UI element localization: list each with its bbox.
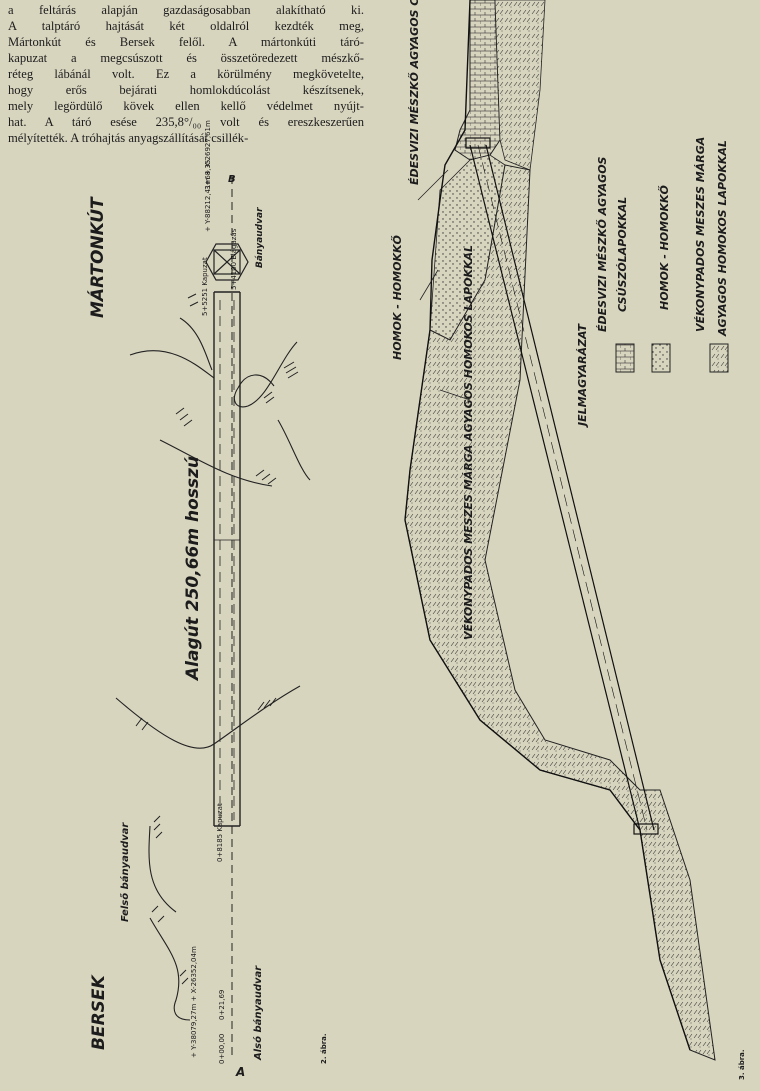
junction-shaft	[205, 243, 249, 281]
legend: JELMAGYARÁZAT ÉDESVIZI MÉSZKŐ AGYAGOS CS…	[576, 137, 729, 428]
legend-label-2: HOMOK - HOMOKKŐ	[657, 185, 671, 310]
paragraph-line: hogy erős bejárati homlokdúcolást készít…	[8, 83, 364, 97]
point-a-label: A	[235, 1065, 245, 1079]
upper-portal-marker	[465, 137, 491, 149]
ground-surface-line	[404, 0, 691, 1051]
marl-layer-upper	[494, 0, 546, 171]
body-paragraph: a feltárás alapján gazdaságosabban alakí…	[8, 2, 364, 146]
legend-title: JELMAGYARÁZAT	[576, 322, 589, 428]
place-label-bersek: BERSEK	[89, 973, 109, 1050]
legend-label-1a: ÉDESVIZI MÉSZKŐ AGYAGOS	[595, 156, 609, 332]
place-label-martonkut: MÁRTONKÚT	[86, 196, 108, 318]
paragraph-line: Mártonkút és Bersek felől. A mártonkúti …	[8, 35, 364, 49]
layer-label-sand: HOMOK - HOMOKKŐ	[390, 235, 404, 360]
paragraph-line: mélyítették. A tróhajtás anyagszállításá…	[8, 131, 249, 145]
legend-label-3a: VÉKONYPADOS MESZES MÁRGA	[694, 137, 707, 332]
legend-swatch-marl	[709, 343, 729, 373]
station-label: 5+4100 Elágazás	[230, 228, 238, 290]
tunnel-length-label: Alagút 250,66m hosszú	[183, 456, 203, 682]
leader-lines	[417, 169, 471, 401]
paragraph-line: réteg lábánál volt. Ez a körülmény megkö…	[8, 67, 364, 81]
paragraph-line: kapuzat a megcsúszott és összetöredezett…	[8, 51, 364, 65]
paragraph-line: A talptáró hajtását két oldalról kezdték…	[8, 19, 364, 33]
layer-label-marl: VÉKONYPADOS MESZES MÁRGA AGYAGOS HOMOKOS…	[462, 245, 475, 640]
legend-label-3b: AGYAGOS HOMOKOS LAPOKKAL	[716, 140, 729, 337]
chainage-a-label: 0+00,00	[218, 1034, 226, 1064]
inclined-tunnel	[469, 144, 655, 831]
chainage-b-label: 0+21,69	[218, 990, 226, 1020]
tunnel-outline	[213, 291, 241, 827]
legend-label-1b: CSÚSZÓLAPOKKAL	[616, 197, 629, 312]
paragraph-line: mely legördülő kövek ellen kellő védelme…	[8, 99, 364, 113]
terrain-contours	[115, 317, 311, 1021]
legend-swatch-limestone	[615, 343, 635, 373]
legend-swatch-sand	[651, 343, 671, 373]
chainage-top-label: 3+68,35	[204, 160, 212, 190]
terrain-hachures	[135, 293, 299, 985]
lower-mine-yard-label: Alsó bányaudvar	[252, 965, 264, 1061]
figure-2-caption: 2. ábra.	[320, 1033, 328, 1064]
coordinate-bottom-label: + Y-38079,27m + X-26352,04m	[190, 946, 198, 1058]
upper-mine-yard-label: Felső bányaudvar	[119, 822, 131, 922]
layer-label-limestone: ÉDESVIZI MÉSZKŐ AGYAGOS CSÚSZÓLAPOKKAL	[407, 0, 421, 185]
point-b-label: B	[228, 174, 236, 185]
portal-bottom-label: 0+8185 Kapuzat	[216, 803, 224, 862]
lower-portal-marker	[633, 823, 659, 835]
coordinate-top-label: + Y-88212,41m + X-26927,61m	[204, 120, 212, 232]
paragraph-line: hat. A táró esése 235,8°/₀₀ volt és eres…	[8, 115, 364, 129]
paragraph-line: a feltárás alapján gazdaságosabban alakí…	[8, 3, 364, 17]
mine-yard-label: Bányaudvar	[255, 207, 265, 268]
portal-top-label: 5+5251 Kapuzat	[201, 257, 209, 316]
figure-3-caption: 3. ábra.	[738, 1049, 746, 1080]
